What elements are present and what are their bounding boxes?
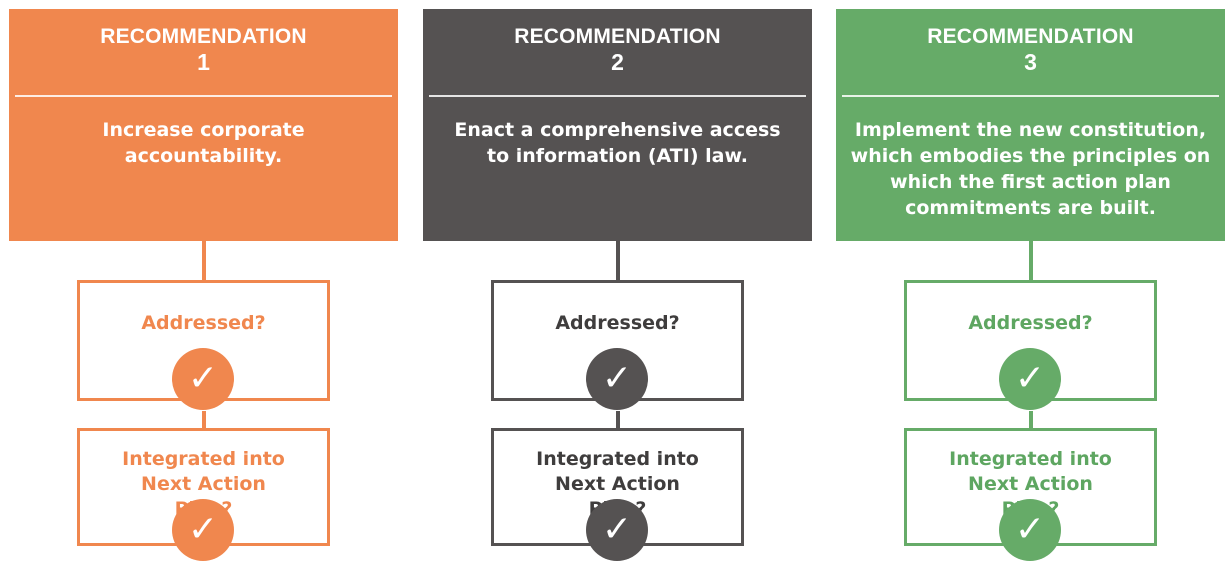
connector-line xyxy=(202,411,206,431)
header-divider xyxy=(842,95,1219,97)
checkmark-icon: ✓ xyxy=(172,499,234,561)
recommendation-column-1: RECOMMENDATION 1 Increase corporate acco… xyxy=(9,9,398,569)
checkmark-icon: ✓ xyxy=(172,348,234,410)
recommendation-header: RECOMMENDATION 2 Enact a comprehensive a… xyxy=(423,9,812,241)
connector-line xyxy=(616,411,620,431)
recommendation-text: Increase corporate accountability. xyxy=(102,119,305,167)
addressed-label: Addressed? xyxy=(141,312,266,334)
recommendation-label: RECOMMENDATION xyxy=(514,25,721,48)
recommendation-label: RECOMMENDATION xyxy=(927,25,1134,48)
header-divider xyxy=(15,95,392,97)
recommendation-text: Enact a comprehensive access to informat… xyxy=(454,119,781,167)
addressed-label: Addressed? xyxy=(555,312,680,334)
recommendation-label: RECOMMENDATION xyxy=(100,25,307,48)
header-divider xyxy=(429,95,806,97)
recommendation-number: 2 xyxy=(611,49,624,75)
recommendation-header: RECOMMENDATION 3 Implement the new const… xyxy=(836,9,1225,241)
checkmark-icon: ✓ xyxy=(586,348,648,410)
integrated-label: Integrated into Next Action Plan? xyxy=(122,448,285,520)
recommendation-text: Implement the new constitution, which em… xyxy=(850,119,1211,219)
connector-line xyxy=(202,241,206,281)
recommendation-number: 1 xyxy=(197,49,210,75)
checkmark-icon: ✓ xyxy=(586,499,648,561)
checkmark-icon: ✓ xyxy=(999,499,1061,561)
connector-line xyxy=(1029,241,1033,281)
addressed-label: Addressed? xyxy=(968,312,1093,334)
recommendation-column-2: RECOMMENDATION 2 Enact a comprehensive a… xyxy=(423,9,812,569)
recommendation-header: RECOMMENDATION 1 Increase corporate acco… xyxy=(9,9,398,241)
connector-line xyxy=(616,241,620,281)
connector-line xyxy=(1029,411,1033,431)
recommendation-column-3: RECOMMENDATION 3 Implement the new const… xyxy=(836,9,1225,569)
recommendation-number: 3 xyxy=(1024,49,1037,75)
checkmark-icon: ✓ xyxy=(999,348,1061,410)
